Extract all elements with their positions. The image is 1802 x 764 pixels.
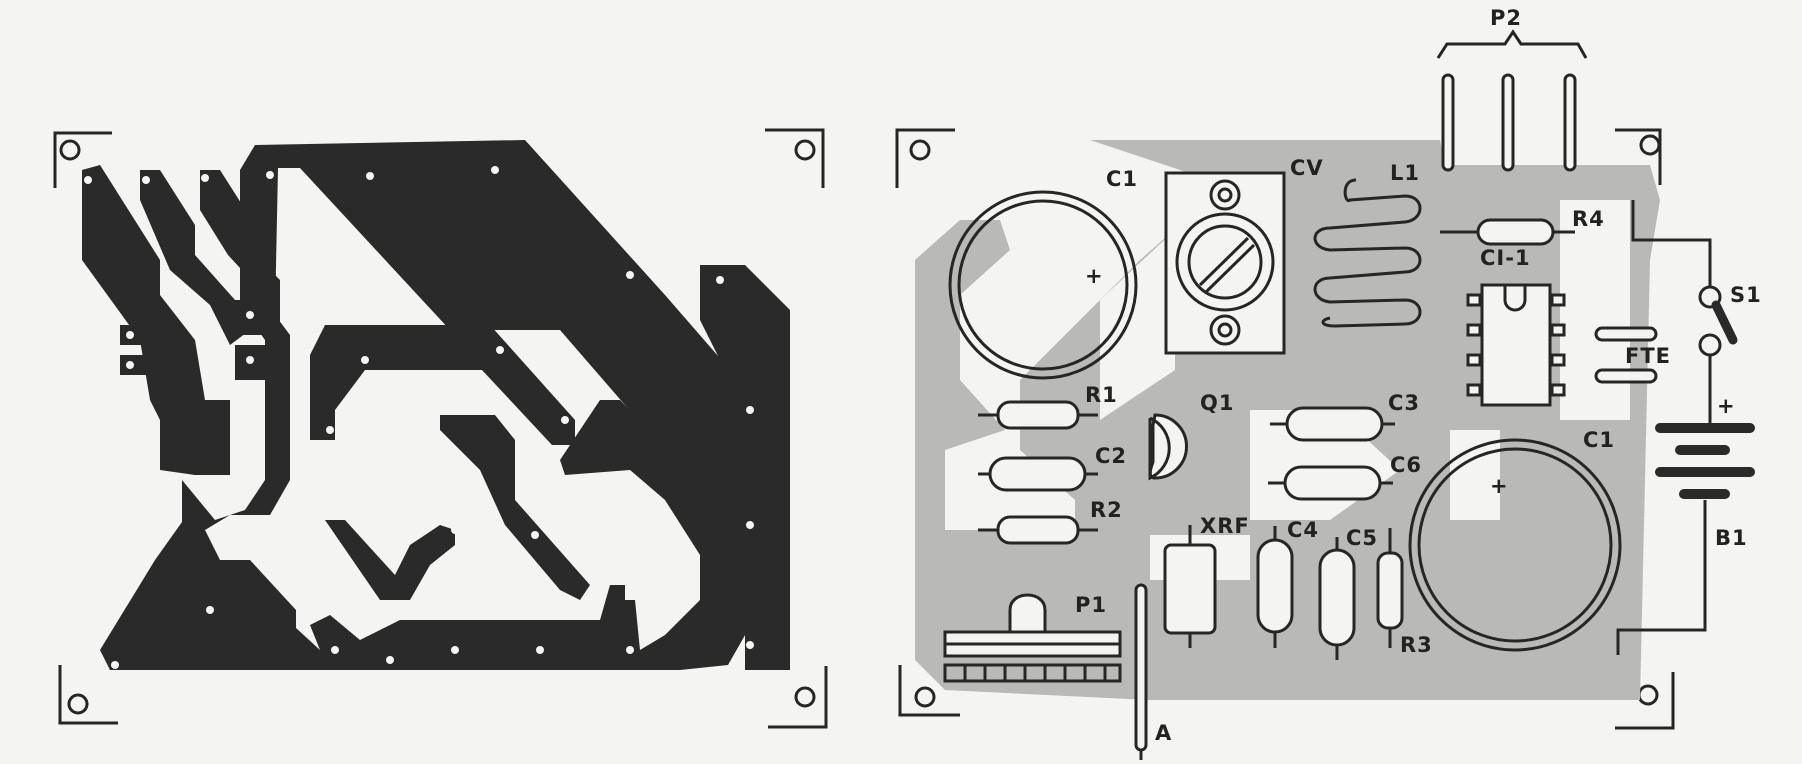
switch-s1: S1 [1631,200,1762,425]
mounting-corner-marks-right [895,128,1675,730]
label-ci1: CI-1 [1480,246,1531,270]
label-b1: B1 [1715,526,1748,550]
label-c2: C2 [1095,444,1127,468]
resistor-r4: R4 [1440,207,1605,246]
label-p1: P1 [1075,593,1107,617]
label-p2: P2 [1490,6,1522,30]
connector-p2: P2 [1436,6,1588,172]
label-s1: S1 [1730,283,1762,307]
label-c5: C5 [1346,526,1378,550]
trimmer-capacitor-cv: CV [1164,156,1324,355]
capacitor-c1-top: C1 + [948,167,1138,380]
label-r1: R1 [1085,383,1118,407]
label-c4: C4 [1287,518,1319,542]
drill-holes [84,166,754,669]
resistor-r3: R3 [1376,528,1433,657]
label-c6: C6 [1390,453,1422,477]
label-c1-top-plus: + [1085,264,1104,288]
copper-traces [82,140,790,670]
transistor-q1: Q1 [1148,391,1234,481]
capacitor-c6: C6 [1268,453,1422,501]
label-c1-top: C1 [1106,167,1138,191]
battery-b1: + B1 [1616,394,1755,655]
mounting-corner-marks [53,128,828,729]
label-a: A [1155,721,1172,745]
capacitor-c5: C5 [1318,526,1378,660]
label-q1: Q1 [1200,391,1234,415]
capacitor-c1-bottom: + C1 [1408,428,1622,652]
label-cv: CV [1290,156,1324,180]
label-c3: C3 [1388,391,1420,415]
copper-layout-panel [53,128,828,729]
label-battery-plus: + [1717,394,1736,418]
label-c1-bottom-plus: + [1490,474,1509,498]
component-layout-panel: C1 + CV L1 P2 [895,6,1762,760]
label-r4: R4 [1572,207,1605,231]
capacitor-c3: C3 [1270,391,1420,442]
label-c1-bottom: C1 [1583,428,1615,452]
capacitor-c2: C2 [978,444,1127,492]
inductor-l1: L1 [1313,161,1422,328]
label-l1: L1 [1390,161,1420,185]
label-xrf: XRF [1200,514,1250,538]
resistor-r1: R1 [978,383,1118,430]
speaker-fte: FTE [1594,326,1671,384]
ic-ci1: CI-1 [1466,246,1566,407]
label-r3: R3 [1400,633,1433,657]
antenna-a: A [1134,583,1172,760]
rf-choke-xrf: XRF [1163,514,1250,648]
capacitor-c4: C4 [1256,518,1319,648]
resistor-r2: R2 [978,498,1123,545]
label-r2: R2 [1090,498,1123,522]
potentiometer-p1: P1 [943,593,1122,683]
label-fte: FTE [1625,344,1671,368]
